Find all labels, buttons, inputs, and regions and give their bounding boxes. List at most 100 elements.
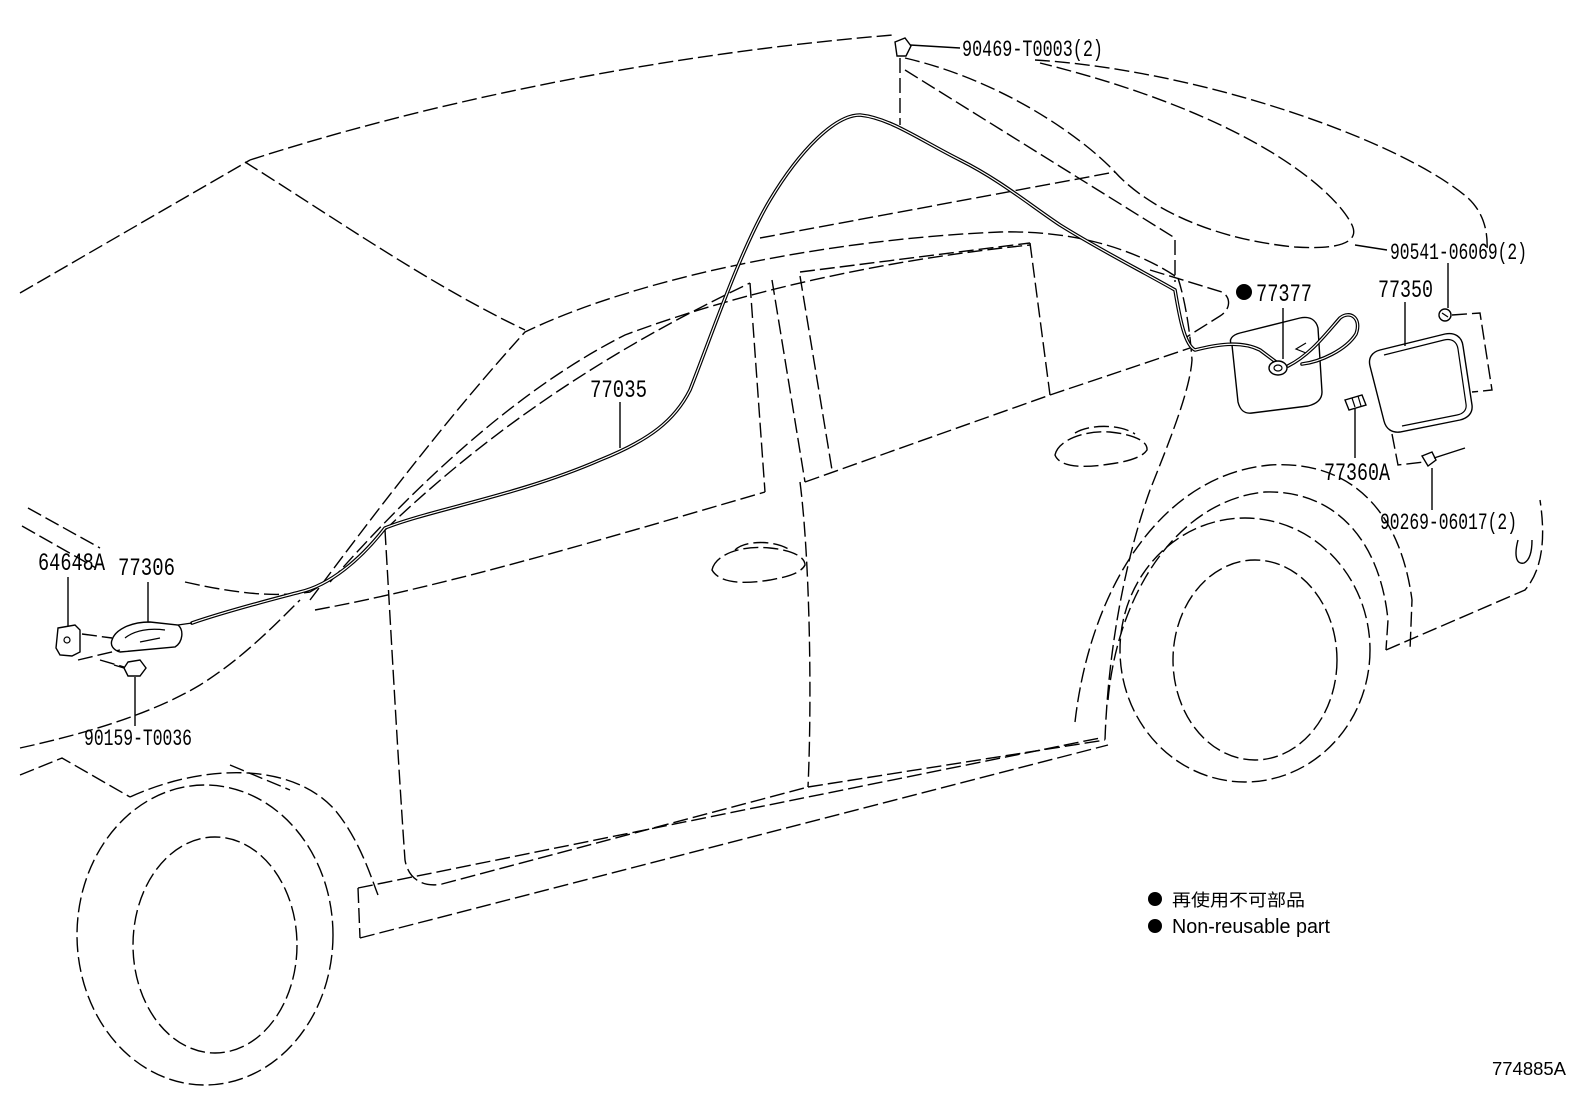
rear-reflector-mark xyxy=(1515,539,1533,564)
callout-label[interactable]: 77360A xyxy=(1324,459,1390,488)
bolt-head xyxy=(123,659,147,677)
callout-label[interactable]: 90469-T0003(2) xyxy=(962,37,1103,63)
fuel-lid-inner-edge xyxy=(1383,338,1467,427)
callout-77360A[interactable]: 77360A xyxy=(1324,408,1390,488)
callout-64648A[interactable]: 64648A xyxy=(38,549,105,626)
hood-rear-line xyxy=(184,579,331,596)
fuel-lid-outline xyxy=(1368,332,1473,433)
callout-label[interactable]: 90269-06017(2) xyxy=(1380,510,1517,536)
roof-rear-line xyxy=(1034,59,1488,251)
roof-top-line xyxy=(249,34,894,161)
sill-lower xyxy=(359,744,1109,939)
leader-line xyxy=(909,44,961,49)
rear-bumper xyxy=(1385,499,1544,651)
connector-lid-clip xyxy=(1451,312,1493,393)
callout-label[interactable]: 77035 xyxy=(590,376,647,405)
rear-door-handle xyxy=(1054,431,1148,468)
rear-window-tail xyxy=(1354,244,1388,251)
part-bolt xyxy=(113,659,147,677)
callout-label[interactable]: 90541-06069(2) xyxy=(1390,240,1527,266)
rear-wheel-rim xyxy=(1172,559,1338,761)
callout-77377[interactable]: 77377 xyxy=(1236,280,1312,359)
rear-door-handle-recess xyxy=(1074,425,1136,435)
non-reusable-bullet-icon xyxy=(1236,284,1252,300)
rear-wheel-arch-inner xyxy=(1107,491,1389,701)
cable-outline xyxy=(190,113,1278,625)
connector-clip-diagonal xyxy=(904,69,1176,282)
part-fuel-lid-opener-handle xyxy=(110,621,193,653)
front-door-handle-recess xyxy=(734,541,791,551)
clip-body xyxy=(894,37,912,57)
a-pillar-outer xyxy=(309,231,1179,601)
cushion-body xyxy=(1344,394,1367,411)
b-pillar-middle xyxy=(771,279,806,483)
cable-core xyxy=(191,114,1277,624)
rear-window-top xyxy=(799,242,1031,273)
roof-drip-line xyxy=(759,171,1116,239)
connector-bracket-lower xyxy=(77,649,121,661)
front-tire xyxy=(76,784,334,1086)
b-pillar-rear xyxy=(799,275,833,471)
callout-90159-T0036[interactable]: 90159-T0036 xyxy=(84,677,192,752)
legend-non-reusable-jp: 再使用不可部品 xyxy=(1172,890,1305,910)
callout-label[interactable]: 77377 xyxy=(1256,280,1312,309)
roof-cross-line xyxy=(244,161,526,331)
rear-door-bottom xyxy=(807,739,1106,788)
rear-wheel-arch-outer xyxy=(1074,464,1413,723)
front-wheel-rim xyxy=(132,836,298,1054)
bracket-hole xyxy=(63,636,71,644)
legend-non-reusable-en: Non-reusable part xyxy=(1172,916,1330,938)
belt-line-rear xyxy=(804,347,1191,483)
belt-line-front xyxy=(314,491,766,611)
screw-shaft xyxy=(1433,447,1466,459)
lock-body xyxy=(1268,360,1288,376)
opener-handle xyxy=(110,621,183,653)
callout-77350[interactable]: 77350 xyxy=(1378,276,1433,346)
fuel-lid-opener-cable xyxy=(190,113,1360,625)
bracket-body xyxy=(55,624,81,657)
fuel-filler-opening xyxy=(1229,316,1323,414)
cable-lock-loop-core xyxy=(1287,314,1359,367)
legend: 再使用不可部品 Non-reusable part xyxy=(1148,890,1330,938)
roof-front-edge xyxy=(19,159,251,294)
part-cushion xyxy=(1344,394,1367,411)
sill-front-edge xyxy=(357,887,361,939)
hood-edge-upper xyxy=(27,507,101,549)
rear-window-outline xyxy=(904,57,1355,249)
part-bracket xyxy=(55,624,81,657)
callout-label[interactable]: 77306 xyxy=(118,554,175,583)
front-door-rear-edge xyxy=(799,481,811,788)
figure-code: 774885A xyxy=(1492,1059,1566,1079)
part-lock xyxy=(1268,360,1288,376)
callout-77035[interactable]: 77035 xyxy=(590,376,647,448)
cushion-detail xyxy=(1351,395,1362,408)
window-frame-inner xyxy=(329,244,1031,583)
rear-window-rear-edge xyxy=(1029,242,1051,396)
bolt-shaft xyxy=(113,664,125,669)
b-pillar-front xyxy=(749,282,766,493)
rear-door-rear-edge xyxy=(1104,277,1193,741)
connector-bolt xyxy=(99,659,125,668)
callout-label[interactable]: 90159-T0036 xyxy=(84,726,192,752)
legend-bullet-icon xyxy=(1148,892,1162,906)
callout-90269-06017[interactable]: 90269-06017(2) xyxy=(1380,468,1517,536)
connector-lid-screw xyxy=(1391,433,1425,466)
callout-90541-06069[interactable]: 90541-06069(2) xyxy=(1390,240,1527,308)
callout-90469-T0003[interactable]: 90469-T0003(2) xyxy=(909,37,1103,63)
car-body-outline xyxy=(19,34,1544,1086)
callout-label[interactable]: 64648A xyxy=(38,549,105,578)
screw-head xyxy=(1420,451,1437,468)
lock-core xyxy=(1273,364,1283,372)
callout-label[interactable]: 77350 xyxy=(1378,276,1433,305)
front-door-handle xyxy=(711,546,806,583)
legend-bullet-icon xyxy=(1148,919,1162,933)
lid-clip-detail xyxy=(1441,312,1449,318)
front-bumper-line xyxy=(19,757,131,798)
front-wheel-arch xyxy=(129,772,379,896)
opener-handle-detail xyxy=(124,622,193,643)
fuel-side-arrow-icon xyxy=(1294,342,1307,354)
callout-77306[interactable]: 77306 xyxy=(118,554,175,622)
hood-edge-lower xyxy=(21,525,97,569)
front-window-top xyxy=(384,282,751,531)
